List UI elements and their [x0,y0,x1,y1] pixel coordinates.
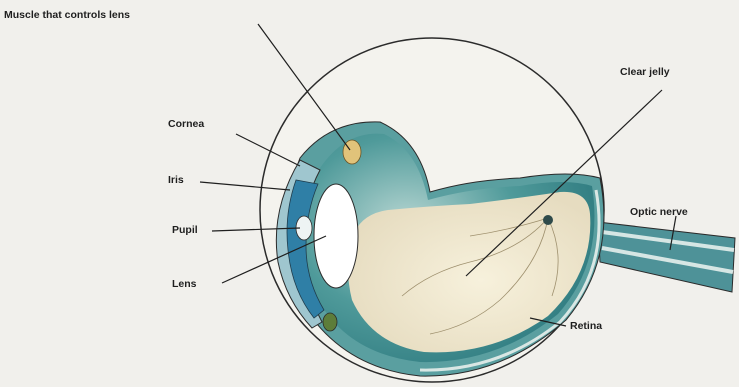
label-muscle: Muscle that controls lens [4,9,130,21]
lens-shape [314,184,358,288]
label-clear-jelly: Clear jelly [620,66,670,78]
label-iris: Iris [168,174,184,186]
label-pupil: Pupil [172,224,198,236]
label-retina: Retina [570,320,602,332]
label-optic-nerve: Optic nerve [630,206,688,218]
label-lens: Lens [172,278,197,290]
label-cornea: Cornea [168,118,204,130]
ciliary-muscle-bottom [323,313,337,331]
